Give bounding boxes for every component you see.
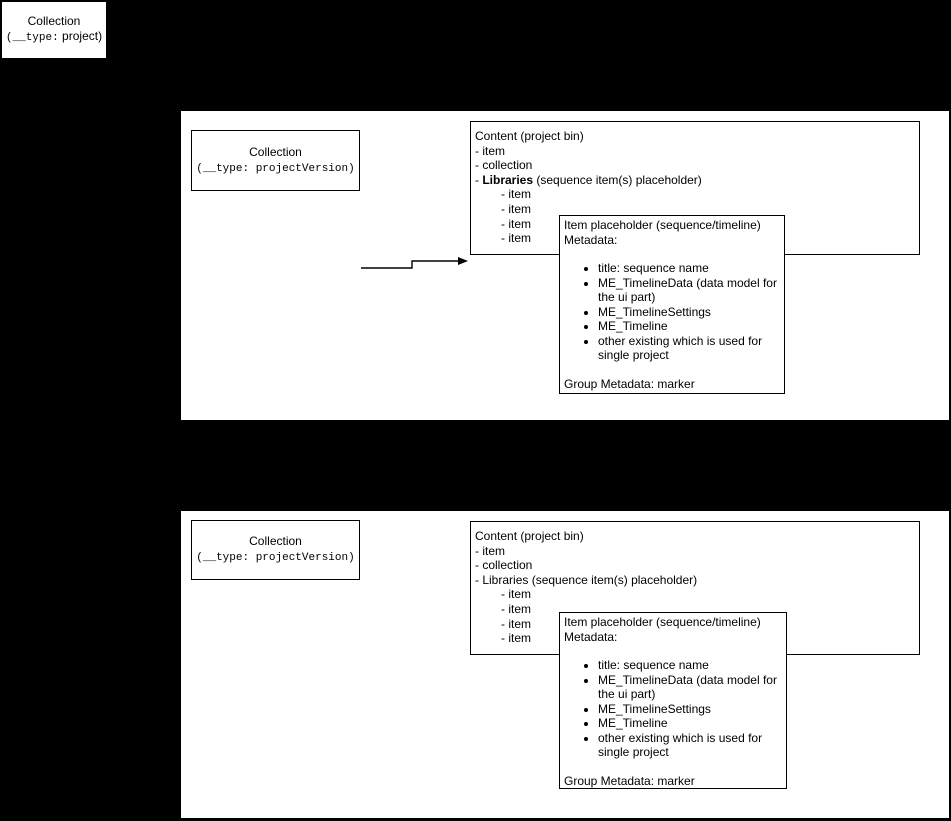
collection-project-type-mono: (__type: xyxy=(5,32,59,44)
libraries-suffix-2: (sequence item(s) placeholder) xyxy=(528,572,698,587)
group-metadata-2: Group Metadata: marker xyxy=(564,773,695,788)
libraries-suffix-1: (sequence item(s) placeholder) xyxy=(533,172,702,187)
placeholder-subtitle-1: Metadata: xyxy=(564,232,618,247)
placeholder-title-2: Item placeholder (sequence/timeline) xyxy=(564,615,761,629)
metadata-bullet: ME_Timeline xyxy=(598,716,782,731)
panel-2[interactable]: Collection (__type: projectVersion) Cont… xyxy=(181,511,949,818)
content-row-item-2: - item xyxy=(475,543,505,558)
content-sub-item: - item xyxy=(501,587,531,602)
collection-project-type: (__type: project) xyxy=(6,29,102,46)
metadata-bullet: ME_TimelineSettings xyxy=(598,305,780,320)
collection-projectversion-box-2[interactable]: Collection (__type: projectVersion) xyxy=(191,520,360,580)
collection-project-title: Collection xyxy=(27,14,81,28)
item-placeholder-box-1[interactable]: Item placeholder (sequence/timeline) Met… xyxy=(559,215,785,394)
collection-title-1: Collection xyxy=(249,144,302,159)
libraries-prefix-2: - xyxy=(475,572,483,587)
content-sub-item: - item xyxy=(501,616,531,631)
content-row-collection-2: - collection xyxy=(475,558,533,573)
metadata-bullet: title: sequence name xyxy=(598,658,782,673)
collection-projectversion-box-1[interactable]: Collection (__type: projectVersion) xyxy=(191,130,360,191)
connector-line-1 xyxy=(361,260,459,269)
arrowhead-icon xyxy=(458,257,468,265)
group-metadata-1: Group Metadata: marker xyxy=(564,376,695,391)
metadata-bullet: ME_Timeline xyxy=(598,319,780,334)
collection-project-type-rest: project) xyxy=(58,29,103,43)
libraries-prefix-1: - xyxy=(475,172,483,187)
content-row-collection-1: - collection xyxy=(475,158,533,173)
content-sub-item: - item xyxy=(501,601,531,616)
content-sub-item: - item xyxy=(501,187,531,202)
metadata-list-2: title: sequence name ME_TimelineData (da… xyxy=(564,658,782,760)
collection-title-2: Collection xyxy=(249,534,302,548)
content-sub-item: - item xyxy=(501,216,531,231)
content-sub-item: - item xyxy=(501,201,531,216)
content-row-item-1: - item xyxy=(475,143,505,158)
content-title-1: Content (project bin) xyxy=(475,129,584,143)
content-row-libraries-2: - Libraries (sequence item(s) placeholde… xyxy=(475,573,915,588)
metadata-bullet: title: sequence name xyxy=(598,261,780,276)
libraries-word-1: Libraries xyxy=(482,172,534,187)
metadata-bullet: ME_TimelineSettings xyxy=(598,702,782,717)
content-title-2: Content (project bin) xyxy=(475,529,584,543)
collection-type-2: (__type: projectVersion) xyxy=(196,552,355,564)
collection-type-1: (__type: projectVersion) xyxy=(196,162,355,175)
libraries-word-2: Libraries xyxy=(482,572,529,587)
metadata-bullet: ME_TimelineData (data model for the ui p… xyxy=(598,276,780,305)
content-sub-item: - item xyxy=(501,231,531,246)
metadata-bullet: ME_TimelineData (data model for the ui p… xyxy=(598,673,782,702)
placeholder-subtitle-2: Metadata: xyxy=(564,629,618,644)
panel-1[interactable]: Collection (__type: projectVersion) Cont… xyxy=(181,111,949,420)
connector-arrow-1[interactable] xyxy=(359,251,473,273)
collection-project-box[interactable]: Collection (__type: project) xyxy=(1,1,107,59)
metadata-bullet: other existing which is used for single … xyxy=(598,334,780,363)
content-row-libraries-1: - Libraries (sequence item(s) placeholde… xyxy=(475,173,915,188)
metadata-bullet: other existing which is used for single … xyxy=(598,731,782,760)
placeholder-title-1: Item placeholder (sequence/timeline) xyxy=(564,218,761,232)
content-sub-item: - item xyxy=(501,631,531,646)
item-placeholder-box-2[interactable]: Item placeholder (sequence/timeline) Met… xyxy=(559,612,787,789)
metadata-list-1: title: sequence name ME_TimelineData (da… xyxy=(564,261,780,363)
